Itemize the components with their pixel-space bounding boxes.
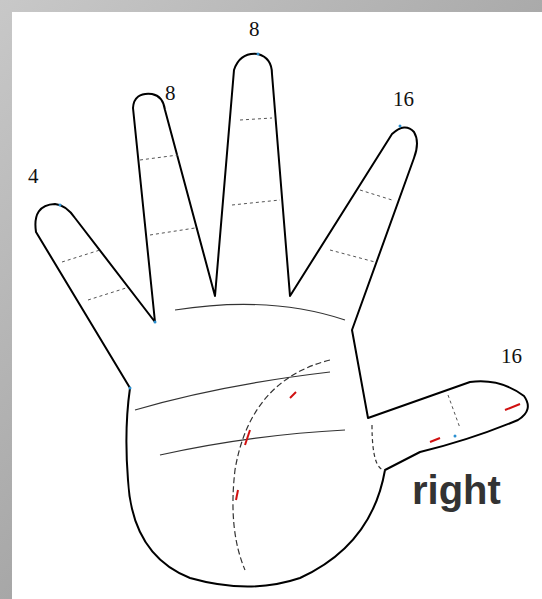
callout-number: 4 bbox=[28, 166, 39, 187]
callout-number: 16 bbox=[393, 89, 414, 110]
hand-side-label: right bbox=[412, 470, 501, 510]
callout-number: 8 bbox=[249, 19, 260, 40]
callout-number: 8 bbox=[165, 83, 176, 104]
callout-number: 16 bbox=[501, 346, 522, 367]
